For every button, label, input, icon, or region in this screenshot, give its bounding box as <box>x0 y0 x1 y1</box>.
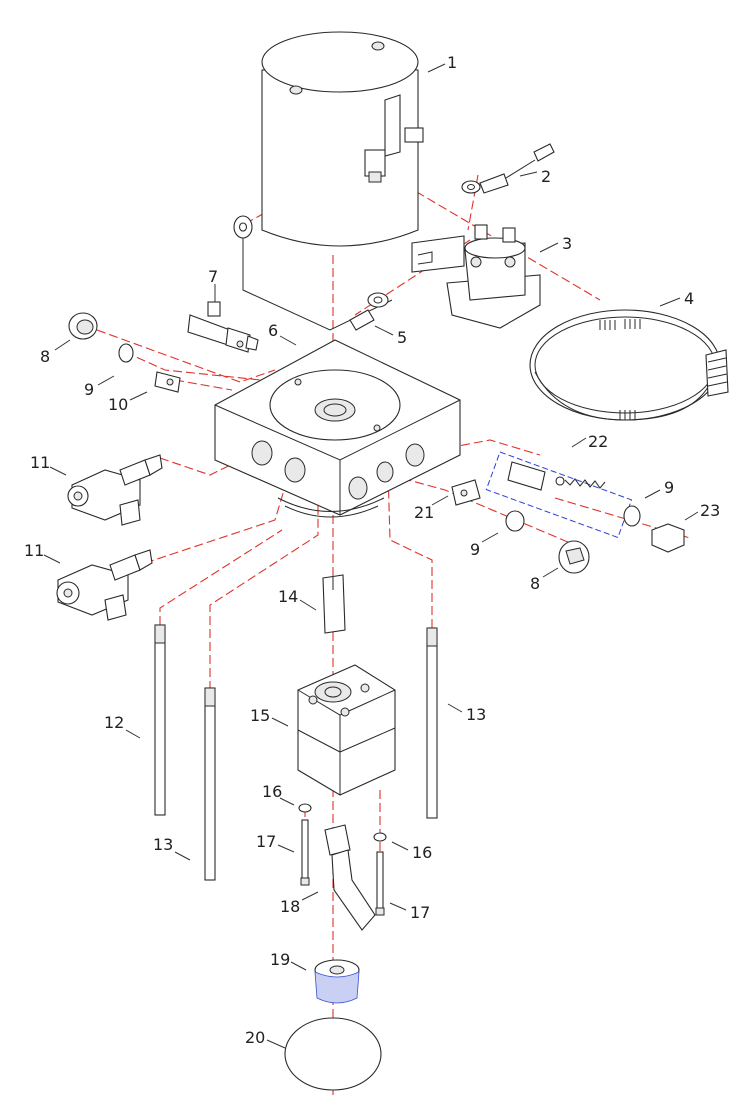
clamp-part <box>529 309 729 421</box>
callout-12: 12 <box>104 713 124 732</box>
callout-23: 23 <box>700 501 720 520</box>
callout-7: 7 <box>208 267 218 286</box>
callout-11-lower: 11 <box>24 541 44 560</box>
suction-tube-part <box>324 824 376 931</box>
callout-21: 21 <box>414 503 434 522</box>
callout-2: 2 <box>541 167 551 186</box>
callout-11-upper: 11 <box>30 453 50 472</box>
washer-right-part <box>373 832 387 842</box>
callout-18: 18 <box>280 897 300 916</box>
callout-22: 22 <box>588 432 608 451</box>
coupling-part <box>322 574 346 634</box>
callout-8-lower: 8 <box>530 574 540 593</box>
washer-left-part <box>298 803 312 813</box>
callout-17-right: 17 <box>410 903 430 922</box>
callout-20: 20 <box>245 1028 265 1047</box>
callout-9-lower: 9 <box>470 540 480 559</box>
relief-valve-part <box>507 461 606 491</box>
callout-5: 5 <box>397 328 407 347</box>
bottom-cap-part <box>284 1017 382 1091</box>
callout-8-upper: 8 <box>40 347 50 366</box>
plug-lower-part <box>558 540 590 574</box>
cable-terminal-part <box>461 143 555 194</box>
callout-17-left: 17 <box>256 832 276 851</box>
check-insert-part <box>451 479 481 506</box>
callout-15: 15 <box>250 706 270 725</box>
callout-19: 19 <box>270 950 290 969</box>
callout-14: 14 <box>278 587 298 606</box>
tie-rod-13-right-part <box>426 627 438 819</box>
check-valve-part <box>154 371 181 393</box>
plug-upper-part <box>68 312 98 340</box>
oring-lower-part <box>505 510 525 532</box>
suction-filter-part <box>314 959 360 1004</box>
callout-3: 3 <box>562 234 572 253</box>
callout-9-upper: 9 <box>84 380 94 399</box>
solenoid-valve-upper-part <box>67 454 163 526</box>
tie-rod-13-left-part <box>204 687 216 881</box>
motor-part <box>233 31 424 331</box>
callout-13-left: 13 <box>153 835 173 854</box>
callout-16-right: 16 <box>412 843 432 862</box>
tie-rod-12-part <box>154 624 166 816</box>
solenoid-valve-lower-part <box>56 549 153 621</box>
oring-upper-part <box>118 343 134 363</box>
callout-16-left: 16 <box>262 782 282 801</box>
plug-hex-part <box>651 523 685 553</box>
ground-cable-part <box>349 292 389 331</box>
assembly-path-lines <box>96 149 691 1095</box>
oring-right-part <box>623 505 641 527</box>
callout-10: 10 <box>108 395 128 414</box>
callout-9-right: 9 <box>664 478 674 497</box>
solenoid-part <box>411 224 541 329</box>
gear-pump-part <box>297 664 396 796</box>
callout-6: 6 <box>268 321 278 340</box>
callout-labels: 1 2 3 4 5 6 7 8 9 10 11 11 22 9 23 21 9 … <box>24 53 720 1047</box>
callout-1: 1 <box>447 53 457 72</box>
callout-13-right: 13 <box>466 705 486 724</box>
pressure-valve-part <box>187 301 259 353</box>
manifold-block-part <box>214 339 461 518</box>
callout-leaders <box>43 63 699 1049</box>
bolt-left-part <box>300 819 310 886</box>
callout-4: 4 <box>684 289 694 308</box>
bolt-right-part <box>375 851 385 916</box>
